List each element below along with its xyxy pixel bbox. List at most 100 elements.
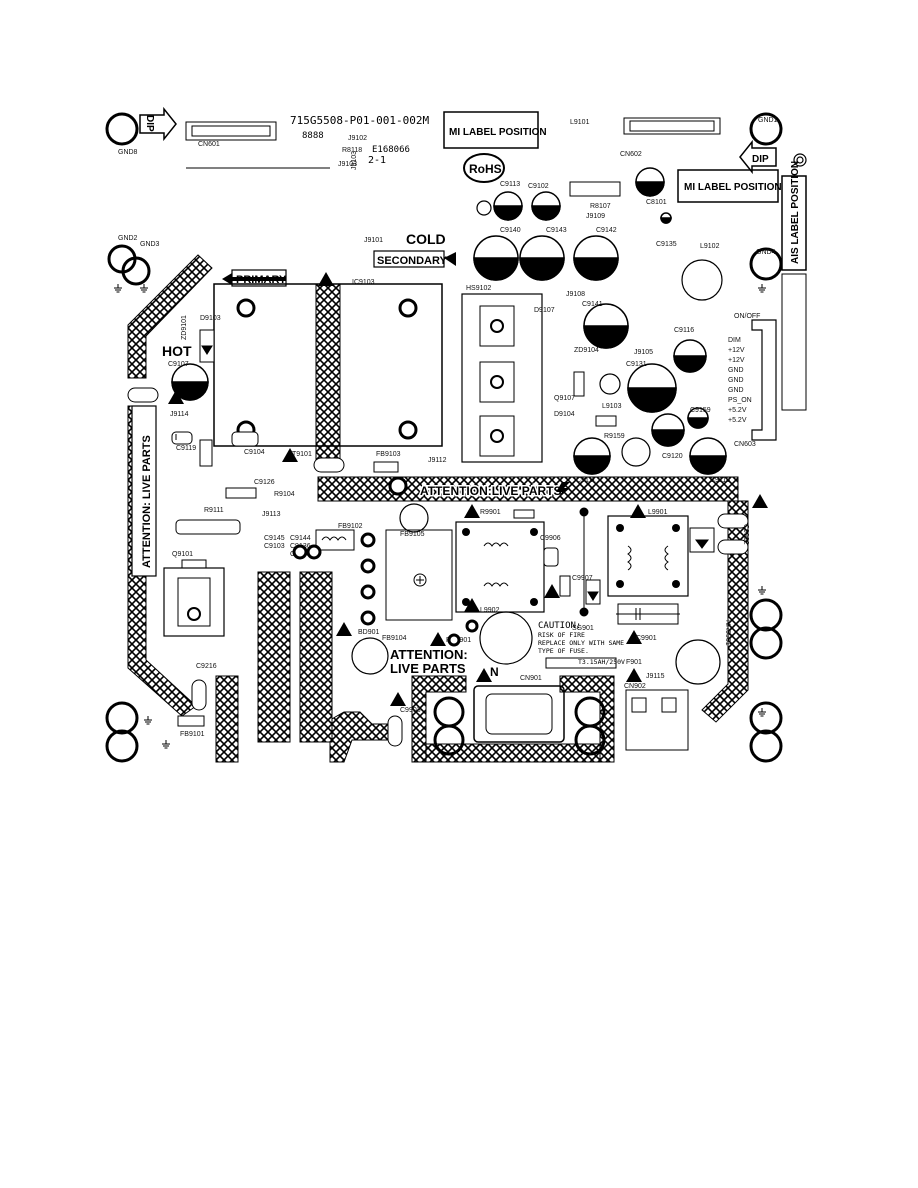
barrier-ac-bottom bbox=[425, 743, 601, 763]
ref-r9159: R9159 bbox=[604, 433, 625, 440]
cn603-pin-label: GND bbox=[728, 367, 744, 374]
ref-r9104: R9104 bbox=[274, 491, 295, 498]
small-caps bbox=[127, 387, 749, 747]
attention-vertical-box: ATTENTION: LIVE PARTS bbox=[131, 405, 157, 577]
ref-j9103-v: J9103 bbox=[351, 151, 358, 170]
attention-line-2: LIVE PARTS bbox=[390, 661, 466, 676]
cold-label: COLD bbox=[406, 231, 446, 247]
ref-c9103: C9103 bbox=[264, 543, 285, 550]
barrier-right bbox=[701, 500, 749, 723]
cn603-pin-label: +12V bbox=[728, 347, 745, 354]
ref-c9902: C9902 bbox=[742, 524, 749, 545]
ref-c9159: C9159 bbox=[690, 407, 711, 414]
cn603-pin-label: +5.2V bbox=[728, 407, 747, 414]
mi-label-box-left bbox=[443, 111, 539, 149]
fuse-f901 bbox=[545, 657, 617, 669]
attention-line-1: ATTENTION: bbox=[390, 647, 468, 662]
hot-label: HOT bbox=[162, 343, 192, 359]
ref-j9112: J9112 bbox=[428, 457, 447, 464]
ref-r9111: R9111 bbox=[204, 507, 224, 514]
ref-j9108: J9108 bbox=[566, 291, 585, 298]
cn603-pin-label: DIM bbox=[728, 337, 741, 344]
ref-gnd2: GND2 bbox=[118, 235, 138, 242]
ref-c9107: C9107 bbox=[168, 361, 189, 368]
ref-j9102: J9102 bbox=[348, 135, 367, 142]
ref-gnd4: GND4 bbox=[756, 249, 776, 256]
ref-c9140: C9140 bbox=[500, 227, 521, 234]
ref-d9104: D9104 bbox=[554, 411, 575, 418]
ref-t9101: T9101 bbox=[292, 451, 312, 458]
ref-sg901: SG901 bbox=[572, 625, 594, 632]
ref-cn603: CN603 bbox=[734, 441, 756, 448]
connector-cn602 bbox=[623, 117, 721, 135]
ref-c9143: C9143 bbox=[546, 227, 567, 234]
caution-line-2: REPLACE ONLY WITH SAME bbox=[538, 639, 624, 647]
dip-arrow-left: DIP bbox=[139, 106, 177, 142]
ref-j9114: J9114 bbox=[170, 411, 189, 418]
ref-c8101: C8101 bbox=[646, 199, 667, 206]
ref-c9131: C9131 bbox=[626, 361, 647, 368]
ref-fb9105: FB9105 bbox=[400, 531, 425, 538]
ref-c9144: C9144 bbox=[290, 535, 311, 542]
ref-c9903: C9903 bbox=[400, 707, 421, 714]
ref-d9103: D9103 bbox=[200, 315, 221, 322]
dip-arrow-right: DIP bbox=[739, 139, 777, 175]
ref-l9101: L9101 bbox=[570, 119, 590, 126]
ais-label: AIS LABEL POSITION bbox=[790, 161, 801, 264]
ref-l9102: L9102 bbox=[700, 243, 720, 250]
secondary-label: SECONDARY bbox=[377, 255, 448, 267]
mi-label-left: MI LABEL POSITION bbox=[449, 127, 547, 138]
caution-line-3: TYPE OF FUSE. bbox=[538, 647, 589, 655]
ref-c9907: C9907 bbox=[572, 575, 593, 582]
cn603-pin-label: +12V bbox=[728, 357, 745, 364]
input-transformer bbox=[455, 521, 545, 613]
cn603-pin-label: +5.2V bbox=[728, 417, 747, 424]
ref-c9104: C9104 bbox=[244, 449, 265, 456]
primary-label: PRIMARY bbox=[236, 274, 287, 286]
ref-j9113: J9113 bbox=[262, 511, 281, 518]
ref-zd9104: ZD9104 bbox=[574, 347, 599, 354]
ref-c9113: C9113 bbox=[500, 181, 520, 188]
connector-cn901 bbox=[473, 685, 565, 743]
ref-gnd8: GND8 bbox=[118, 149, 138, 156]
mi-label-box-right bbox=[677, 169, 779, 203]
ref-j9101: J9101 bbox=[364, 237, 383, 244]
barrier-bottom-center bbox=[329, 711, 389, 763]
ref-c9119: C9119 bbox=[176, 445, 196, 452]
ref-l9901: L9901 bbox=[648, 509, 668, 516]
secondary-heatsink bbox=[461, 293, 543, 463]
filter-strip-1 bbox=[257, 571, 291, 743]
ref-fb9104: FB9104 bbox=[382, 635, 407, 642]
mounting-holes bbox=[105, 112, 783, 763]
rohs-text: RoHS bbox=[469, 162, 502, 176]
mi-label-right: MI LABEL POSITION bbox=[684, 182, 782, 193]
label-placeholder-right bbox=[781, 273, 807, 411]
diodes bbox=[199, 329, 715, 605]
ref-j9109: J9109 bbox=[586, 213, 605, 220]
cn603-pin-label: GND bbox=[728, 387, 744, 394]
neutral-label: N bbox=[490, 665, 499, 679]
bridge-rectifier bbox=[360, 529, 453, 626]
lightning-icon bbox=[556, 482, 570, 500]
barrier-left bbox=[127, 254, 213, 379]
ref-fb9102: FB9102 bbox=[338, 523, 363, 530]
ref-r9901: R9901 bbox=[480, 509, 501, 516]
ref-bd901: BD901 bbox=[358, 629, 380, 636]
ref-fb9101: FB9101 bbox=[180, 731, 205, 738]
ref-designators-vertical: ZD9101 NR9901 C9902 J9103 bbox=[181, 151, 749, 646]
ref-l9902: L9902 bbox=[480, 607, 500, 614]
primary-arrow: PRIMARY bbox=[222, 269, 287, 287]
ref-d9107: D9107 bbox=[534, 307, 555, 314]
ref-cn902: CN902 bbox=[624, 683, 646, 690]
barrier-ac-area bbox=[411, 675, 467, 763]
fuse-rating: T3.15AH/250V bbox=[578, 658, 625, 666]
rohs-logo: RoHS bbox=[463, 153, 505, 183]
ref-cn901: CN901 bbox=[520, 675, 542, 682]
ref-cn601: CN601 bbox=[198, 141, 220, 148]
connector-cn603 bbox=[751, 319, 777, 441]
ref-c9116: C9116 bbox=[674, 327, 694, 334]
ref-nr9901: NR9901 bbox=[724, 620, 731, 646]
ref-gnd3: GND3 bbox=[140, 241, 160, 248]
filter-strip-2 bbox=[299, 571, 333, 743]
